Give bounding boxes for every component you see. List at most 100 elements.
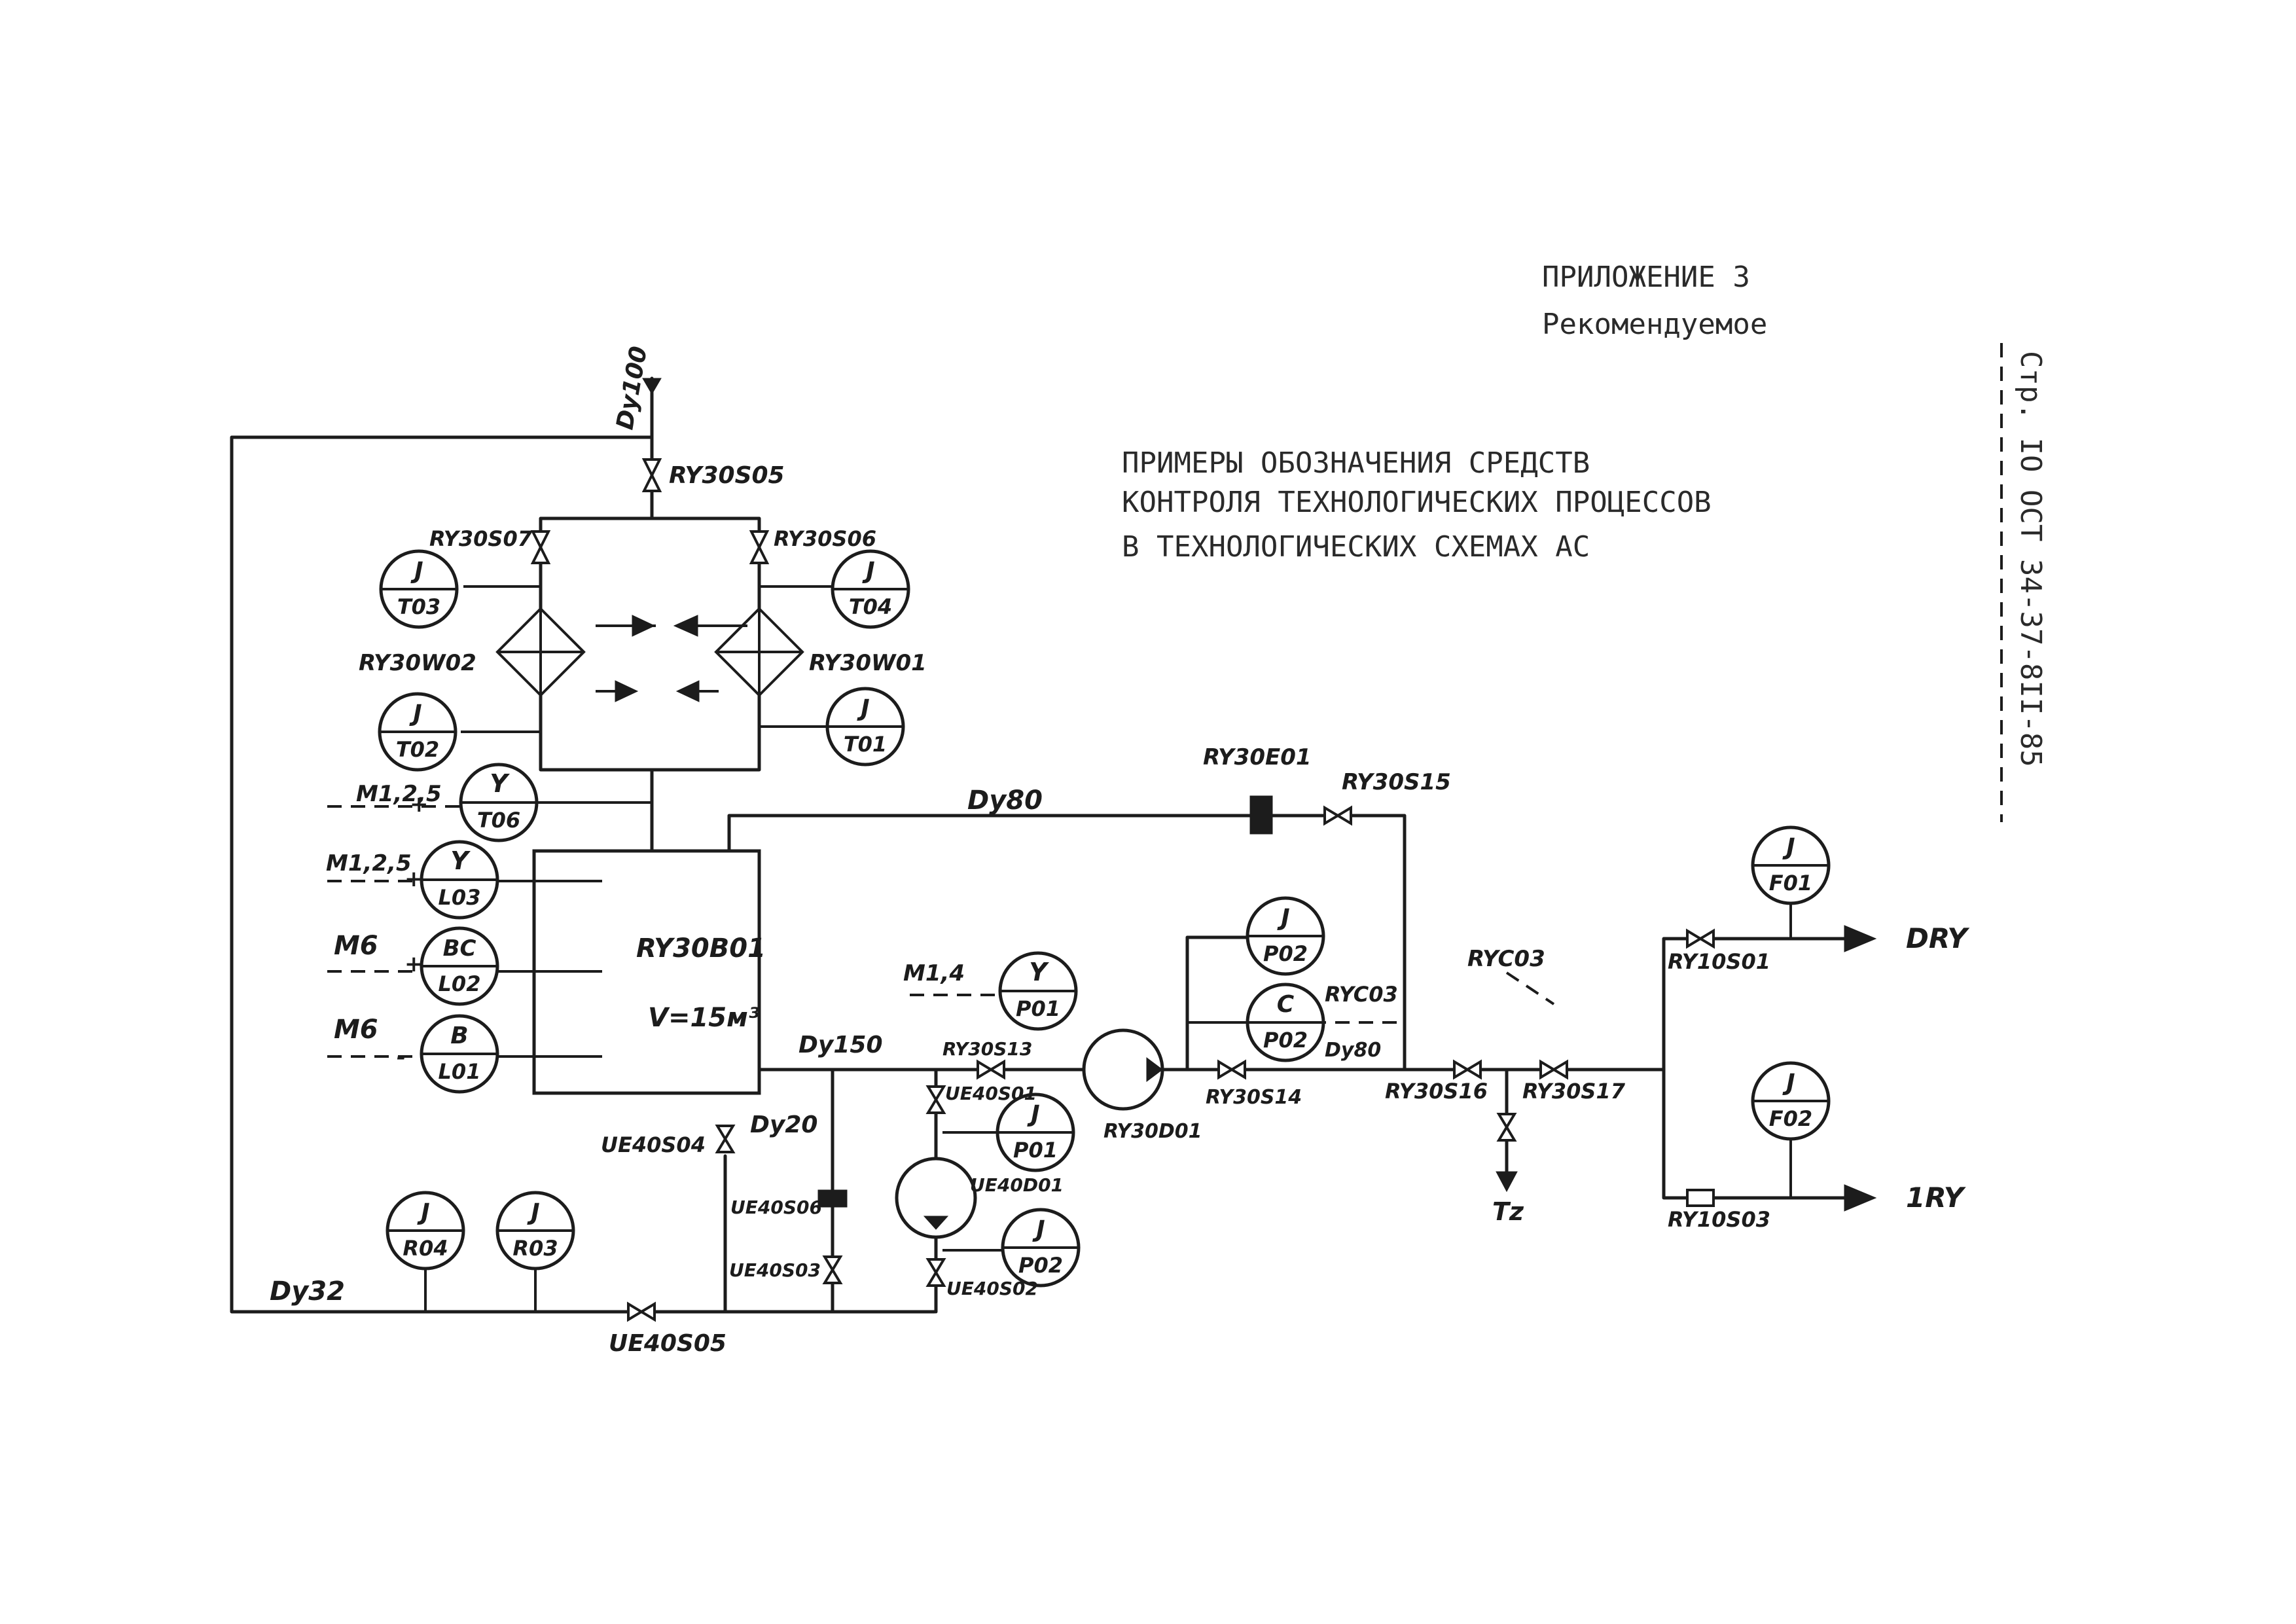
label-ry30w01: RY30W01: [809, 650, 927, 676]
instrument-l03: Y L03: [420, 840, 499, 920]
label-ue40s05: UE40S05: [609, 1330, 726, 1357]
valve-ue40s04: [715, 1125, 736, 1153]
svg-text:F01: F01: [1769, 871, 1812, 895]
hx-left-ry30w02: [495, 607, 656, 702]
svg-text:R04: R04: [403, 1236, 448, 1261]
pump-ue40d01-arrow: [923, 1216, 949, 1230]
label-plus-t06: +: [410, 791, 429, 818]
svg-text:T06: T06: [477, 808, 520, 833]
label-ry30b01: RY30B01: [636, 933, 766, 964]
svg-text:L03: L03: [439, 885, 481, 910]
svg-text:F02: F02: [1769, 1106, 1812, 1131]
svg-text:C: C: [1277, 991, 1295, 1018]
valve-tz-drain: [1496, 1113, 1517, 1142]
valve-ry10s01: [1686, 928, 1715, 949]
label-1ry: 1RY: [1906, 1182, 1966, 1214]
valve-ue40s03: [822, 1255, 843, 1284]
label-ry30s13: RY30S13: [942, 1038, 1032, 1060]
labels: Dy100 RY30S05 RY30S07 RY30S06 RY30W02 RY…: [270, 344, 1969, 1357]
label-ry10s03: RY10S03: [1668, 1207, 1770, 1232]
label-ue40s01: UE40S01: [945, 1083, 1037, 1104]
label-ry30w02: RY30W02: [359, 650, 476, 676]
svg-text:BC: BC: [443, 935, 476, 962]
label-ry30d01: RY30D01: [1103, 1120, 1202, 1143]
label-ue40s03: UE40S03: [729, 1259, 821, 1281]
valve-ry30s16: [1453, 1059, 1482, 1080]
side-stamp: Стр. IO ОСТ 34-37-8II-85: [2014, 351, 2047, 767]
valve-ry30s13: [977, 1059, 1005, 1080]
label-ry30s17: RY30S17: [1522, 1079, 1626, 1104]
label-minus-l01: -: [397, 1044, 406, 1070]
label-ry30s05: RY30S05: [669, 462, 785, 489]
label-dy32: Dy32: [270, 1276, 345, 1307]
pipe-right-manifold: [1662, 937, 1846, 1072]
valve-ry30s14: [1217, 1059, 1246, 1080]
valve-ry30s05: [641, 458, 662, 492]
label-ue40d01: UE40D01: [970, 1174, 1064, 1196]
valve-ry30s06: [749, 530, 770, 564]
label-ry30s06: RY30S06: [774, 526, 876, 551]
title-line-3: В ТЕХНОЛОГИЧЕСКИХ СХЕМАХ АС: [1122, 530, 1590, 564]
svg-text:Y: Y: [1029, 958, 1049, 986]
piping: [230, 376, 1846, 1314]
label-ue40s04: UE40S04: [601, 1132, 706, 1157]
svg-text:R03: R03: [512, 1236, 558, 1261]
svg-text:P02: P02: [1263, 1028, 1308, 1053]
label-dry: DRY: [1906, 922, 1969, 954]
label-ry10s01: RY10S01: [1668, 949, 1770, 974]
label-tz: Tz: [1492, 1197, 1524, 1226]
pump-ry30d01-arrow: [1146, 1057, 1163, 1082]
pipe-left-loop: [230, 435, 937, 1314]
valve-ry10s03: [1686, 1189, 1715, 1207]
label-ue40s06: UE40S06: [730, 1197, 822, 1218]
label-ry30s16: RY30S16: [1385, 1079, 1488, 1104]
svg-text:T04: T04: [849, 594, 892, 619]
valve-ue40s05: [627, 1301, 656, 1322]
label-ry30s07: RY30S07: [429, 526, 533, 551]
svg-text:Y: Y: [450, 846, 471, 875]
hx-right-ry30w01: [673, 607, 804, 702]
svg-text:T03: T03: [397, 594, 440, 619]
label-ry30s15: RY30S15: [1342, 769, 1451, 795]
valve-ry30s17: [1539, 1059, 1568, 1080]
label-plus-l03: +: [404, 866, 423, 892]
label-dy150: Dy150: [798, 1032, 883, 1058]
valve-ry30s15: [1323, 805, 1352, 826]
label-signal-l01: M6: [334, 1015, 378, 1045]
pipe-right-manifold-low: [1662, 1068, 1846, 1200]
arrow-tz: [1496, 1171, 1518, 1193]
label-signal-l02: M6: [334, 931, 378, 961]
arrow-1ry: [1844, 1184, 1877, 1212]
instrument-p02-c: C P02: [1246, 983, 1325, 1062]
arrow-dry: [1844, 925, 1877, 952]
label-dy100: Dy100: [611, 344, 653, 432]
label-ry30e01: RY30E01: [1203, 744, 1312, 770]
svg-text:P02: P02: [1018, 1253, 1063, 1278]
label-dy80-top: Dy80: [967, 785, 1043, 816]
label-tank-volume: V=15м³: [648, 1003, 760, 1033]
pump-ue40d01: [895, 1157, 977, 1239]
label-signal-p01: M1,4: [903, 960, 965, 986]
valve-ue40s06: [817, 1189, 848, 1208]
svg-text:L01: L01: [439, 1059, 481, 1084]
svg-text:P02: P02: [1263, 941, 1308, 966]
arrow-dy100: [642, 378, 662, 395]
valve-ry30s07: [530, 530, 551, 564]
label-ue40s02: UE40S02: [946, 1278, 1038, 1299]
label-ry30s14: RY30S14: [1206, 1086, 1302, 1109]
label-dy80-small: Dy80: [1325, 1039, 1381, 1062]
